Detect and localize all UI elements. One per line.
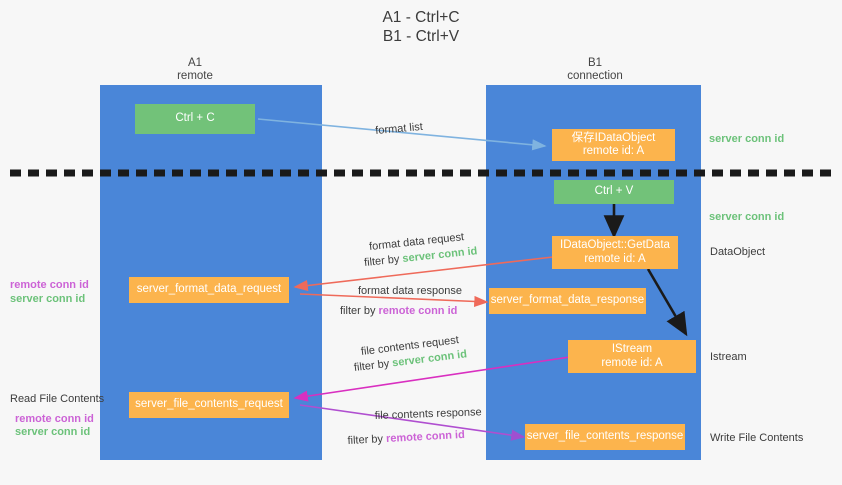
box-istream-line1: IStream — [611, 343, 653, 355]
side-label-write-file-contents: Write File Contents — [710, 432, 804, 444]
side-label-read-file-contents: Read File Contents — [10, 393, 105, 405]
box-getdata-line2: remote id: A — [584, 252, 646, 265]
box-save-idataobject[interactable]: 保存IDataObject remote id: A — [552, 129, 675, 161]
box-ctrl-c-label: Ctrl + C — [175, 112, 215, 125]
edge-label-file-contents-response-filter: filter by remote conn id — [347, 428, 465, 449]
box-ctrl-v[interactable]: Ctrl + V — [554, 180, 674, 204]
title-line-2: B1 - Ctrl+V — [382, 28, 460, 45]
lane-header-b1: B1 connection — [525, 57, 665, 83]
side-label-remote-conn-id-1: remote conn id — [10, 279, 89, 291]
filter-prefix: filter by — [347, 433, 387, 448]
box-istream[interactable]: IStream remote id: A — [568, 340, 696, 373]
side-label-istream: Istream — [710, 351, 747, 363]
side-label-dataobject: DataObject — [710, 246, 766, 258]
filter-prefix: filter by — [363, 253, 404, 270]
box-istream-line2: remote id: A — [601, 356, 663, 369]
box-server-file-contents-response-label: server_file_contents_response — [526, 430, 684, 443]
box-server-file-contents-response[interactable]: server_file_contents_response — [525, 424, 685, 450]
box-save-idataobject-line1: 保存IDataObject — [571, 131, 656, 144]
lane-header-b1-name: B1 — [587, 57, 603, 69]
lane-header-a1: A1 remote — [125, 57, 265, 83]
edge-label-file-contents-response: file contents response — [374, 406, 482, 423]
filter-prefix: filter by — [353, 357, 393, 375]
box-server-file-contents-request-label: server_file_contents_request — [135, 398, 283, 411]
box-ctrl-v-label: Ctrl + V — [594, 185, 634, 198]
box-server-format-data-response[interactable]: server_format_data_response — [489, 288, 646, 314]
box-server-format-data-response-label: server_format_data_response — [490, 294, 645, 307]
title-line-1: A1 - Ctrl+C — [382, 9, 460, 26]
filter-value-remote-conn-id: remote conn id — [378, 305, 458, 317]
lane-header-a1-role: remote — [177, 70, 213, 82]
filter-prefix: filter by — [340, 305, 379, 317]
box-getdata-line1: IDataObject::GetData — [560, 239, 670, 251]
box-save-idataobject-line2: remote id: A — [582, 145, 645, 157]
side-label-server-conn-id-2: server conn id — [15, 426, 91, 438]
box-server-file-contents-request[interactable]: server_file_contents_request — [129, 392, 289, 418]
edge-label-format-list: format list — [374, 120, 424, 138]
lane-header-b1-role: connection — [567, 70, 623, 82]
side-label-server-conn-id-1: server conn id — [10, 293, 86, 305]
filter-value-remote-conn-id: remote conn id — [385, 428, 466, 445]
page-title: A1 - Ctrl+C B1 - Ctrl+V — [0, 8, 842, 46]
side-label-server-conn-id-mid: server conn id — [709, 211, 785, 223]
box-server-format-data-request-label: server_format_data_request — [136, 283, 282, 296]
edge-label-format-data-response: format data response — [358, 285, 462, 297]
side-label-server-conn-id-top: server conn id — [709, 133, 785, 145]
side-label-remote-conn-id-2: remote conn id — [15, 413, 94, 425]
box-getdata[interactable]: IDataObject::GetData remote id: A — [552, 236, 678, 269]
lane-header-a1-name: A1 — [187, 57, 203, 69]
box-server-format-data-request[interactable]: server_format_data_request — [129, 277, 289, 303]
box-ctrl-c[interactable]: Ctrl + C — [135, 104, 255, 134]
edge-label-format-data-response-filter: filter by remote conn id — [340, 304, 457, 319]
